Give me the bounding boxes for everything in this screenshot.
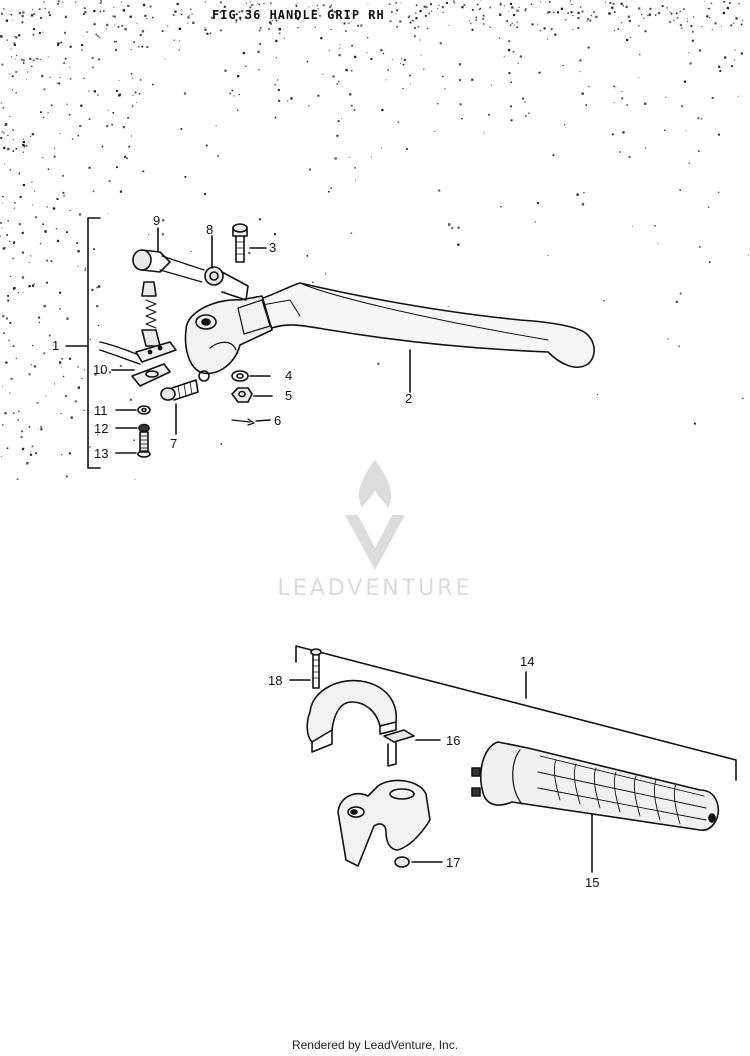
callout-2: 2 (405, 391, 413, 406)
lever-holder (184, 295, 273, 375)
callout-12: 12 (94, 421, 109, 436)
scan-noise (0, 0, 750, 480)
callout-17: 17 (446, 855, 461, 870)
spring-pin (141, 281, 161, 347)
assembly-bracket-1 (87, 217, 101, 469)
bushing-8 (204, 266, 249, 301)
switch-10 (131, 341, 177, 387)
callout-10: 10 (93, 362, 108, 377)
nut-5 (231, 387, 253, 403)
clamp-upper (306, 679, 398, 753)
washer-11 (137, 405, 151, 415)
cable-adjuster-9 (132, 249, 205, 283)
screw-13 (137, 431, 151, 458)
clamp-lower (337, 779, 431, 867)
pivot-bolt-3 (232, 223, 248, 263)
callout-6: 6 (274, 413, 282, 428)
callout-11: 11 (94, 403, 108, 418)
throttle-stop-16 (383, 729, 415, 767)
callout-18: 18 (268, 673, 283, 688)
callout-5: 5 (285, 388, 293, 403)
callout-4: 4 (285, 368, 293, 383)
leader-line-6 (255, 419, 271, 422)
watermark-text: LEADVENTURE (277, 576, 473, 601)
figure-title: FIG.36 HANDLE GRIP RH (212, 8, 385, 22)
callout-1: 1 (52, 338, 60, 353)
callout-3: 3 (269, 240, 277, 255)
callout-13: 13 (94, 446, 109, 461)
wire (99, 341, 143, 357)
callout-9: 9 (153, 213, 161, 228)
callout-16: 16 (446, 733, 461, 748)
callout-7: 7 (170, 436, 178, 451)
callout-15: 15 (585, 875, 600, 890)
washer-4 (231, 370, 249, 382)
nut-17 (394, 856, 410, 868)
callout-14: 14 (520, 654, 535, 669)
nut-12 (138, 423, 150, 433)
callout-8: 8 (206, 222, 214, 237)
screw-18 (310, 648, 322, 689)
bolt-7 (160, 370, 210, 401)
handle-grip-15 (471, 741, 720, 831)
assembly-bracket-14 (295, 645, 737, 781)
cotter-pin-6 (231, 418, 255, 426)
clutch-lever-2 (257, 282, 595, 368)
footer-credit: Rendered by LeadVenture, Inc. (291, 1038, 459, 1052)
flame-icon (345, 460, 405, 570)
